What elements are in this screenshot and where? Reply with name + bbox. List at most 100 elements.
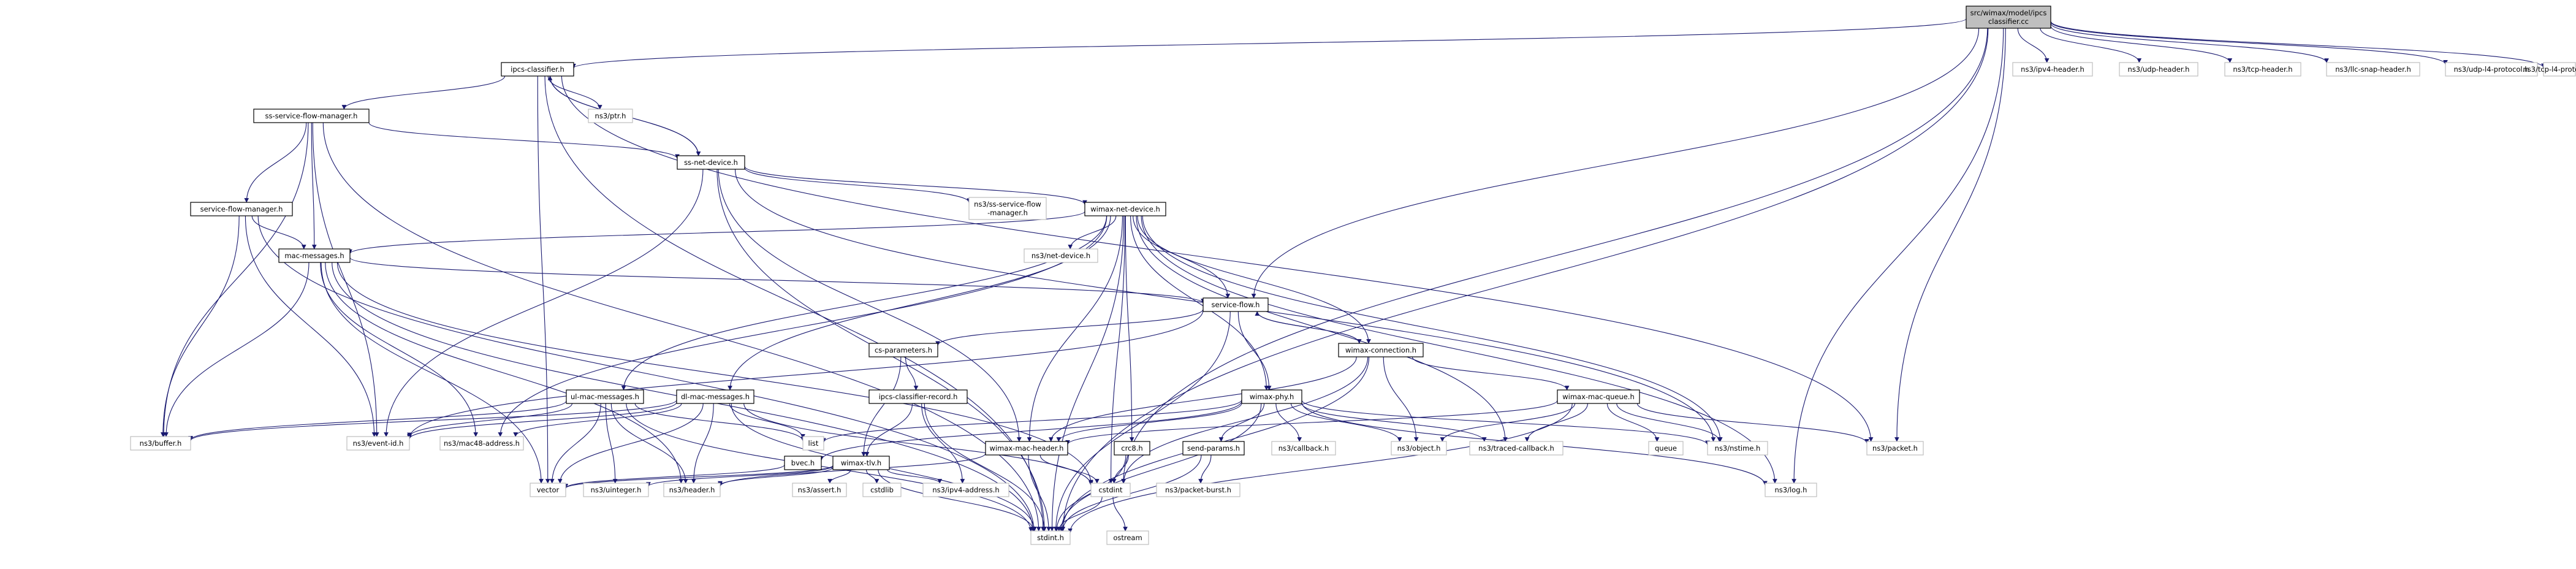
node-label: ns3/tcp-l4-protocol.h	[2523, 65, 2576, 74]
node-box	[1114, 441, 1150, 456]
node-label: ul-mac-messages.h	[571, 392, 639, 401]
edge-mac_messages-to-service_flow	[349, 257, 1206, 304]
node-ss-sfm-h[interactable]: ss-service-flow-manager.h	[253, 109, 370, 123]
node-ul-mac-messages[interactable]: ul-mac-messages.h	[566, 389, 644, 404]
dependency-nodes: src/wimax/model/ipcsclassifier.ccipcs-cl…	[130, 6, 2576, 545]
edge-mac_messages-to-vector	[321, 262, 544, 484]
node-dl-mac-messages[interactable]: dl-mac-messages.h	[676, 389, 754, 404]
node-box	[1241, 389, 1302, 404]
node-ns3-ipv4-header: ns3/ipv4-header.h	[2012, 62, 2093, 77]
node-wimax-connection[interactable]: wimax-connection.h	[1338, 343, 1424, 357]
node-wimax-phy[interactable]: wimax-phy.h	[1241, 389, 1302, 404]
edge-wimax_tlv-to-stdint	[878, 469, 1036, 532]
edge-cs_parameters-to-ipcs_classifier_record	[905, 356, 919, 391]
node-label: wimax-connection.h	[1345, 346, 1416, 354]
node-ostream: ostream	[1106, 530, 1149, 545]
node-label: send-params.h	[1187, 444, 1240, 453]
edge-ss_sfm_h-to-mac_messages	[311, 122, 317, 250]
edge-dl_mac_messages-to-list	[729, 403, 805, 439]
node-box	[792, 483, 847, 497]
node-box	[802, 436, 824, 451]
node-service-flow[interactable]: service-flow.h	[1203, 297, 1269, 312]
edge-service_flow-to-wimax_phy	[1237, 311, 1272, 391]
node-box	[676, 389, 754, 404]
node-box	[2119, 62, 2198, 77]
node-ns3-event-id: ns3/event-id.h	[346, 436, 410, 451]
edge-wimax_net_device-to-ns3_nstime	[1142, 215, 1723, 442]
edge-cstdint_h-to-stdint	[1056, 496, 1103, 532]
node-ns3-callback: ns3/callback.h	[1271, 441, 1336, 456]
node-box	[346, 436, 410, 451]
edge-wimax_tlv-to-ns3_uinteger	[646, 465, 834, 487]
edge-wimax_mac_queue-to-stdint	[1068, 403, 1573, 533]
node-label: crc8.h	[1121, 444, 1142, 453]
node-crc8[interactable]: crc8.h	[1114, 441, 1150, 456]
edge-wimax_phy-to-ns3_nstime	[1301, 400, 1710, 446]
node-label: ns3/nstime.h	[1715, 444, 1761, 453]
edge-root-to-ipcs_classifier_h	[571, 18, 1967, 69]
node-sfm-h[interactable]: service-flow-manager.h	[190, 202, 293, 216]
node-ss-net-device[interactable]: ss-net-device.h	[677, 155, 745, 170]
edge-root-to-ns3_log	[1791, 28, 2004, 484]
node-bvec[interactable]: bvec.h	[784, 456, 822, 470]
edge-wimax_net_device-to-ns3_traced_callback	[1136, 215, 1508, 442]
node-ns3-log: ns3/log.h	[1765, 483, 1817, 497]
edge-cs_parameters-to-wimax_tlv	[861, 356, 902, 457]
node-ns3-traced-callback: ns3/traced-callback.h	[1469, 441, 1563, 456]
edge-root-to-ns3_llc_snap	[2050, 23, 2329, 63]
edge-dl_mac_messages-to-ns3_header	[691, 403, 714, 484]
node-label: wimax-phy.h	[1250, 392, 1294, 401]
node-label: ns3/llc-snap-header.h	[2335, 65, 2411, 74]
edge-cstdint_h-to-ostream	[1112, 496, 1128, 532]
node-box	[985, 441, 1068, 456]
node-send-params[interactable]: send-params.h	[1182, 441, 1245, 456]
node-label: bvec.h	[791, 459, 815, 467]
node-label: ns3/udp-header.h	[2128, 65, 2190, 74]
edge-ul_mac_messages-to-list	[634, 403, 805, 441]
node-box	[1557, 389, 1640, 404]
node-wimax-mac-header[interactable]: wimax-mac-header.h	[985, 441, 1068, 456]
node-label: ns3/ptr.h	[595, 112, 626, 120]
node-box	[2326, 62, 2420, 77]
edge-root-to-ns3_udp_l4	[2050, 21, 2448, 65]
node-box	[968, 197, 1047, 220]
edge-wimax_connection-to-service_flow	[1255, 311, 1360, 344]
node-label: ns3/header.h	[669, 486, 715, 494]
node-ns3-uinteger: ns3/uinteger.h	[583, 483, 649, 497]
node-ns3-object: ns3/object.h	[1391, 441, 1447, 456]
node-cs-parameters[interactable]: cs-parameters.h	[868, 343, 938, 357]
edge-ss_net_device-to-ns3_event_id	[384, 169, 704, 437]
edge-service_flow-to-ns3_event_id	[407, 310, 1204, 439]
edge-wimax_connection-to-cstdint_h	[1121, 356, 1369, 484]
edge-wimax_connection-to-ns3_object	[1383, 356, 1419, 442]
edge-wimax_net_device-to-wimax_mac_header	[1027, 215, 1123, 442]
node-mac-messages[interactable]: mac-messages.h	[278, 248, 351, 263]
edge-wimax_net_device-to-ns3_net_device	[1068, 215, 1117, 250]
node-label: ns3/mac48-address.h	[444, 439, 520, 448]
node-box	[784, 456, 822, 470]
node-label: classifier.cc	[1988, 17, 2029, 26]
edge-ipcs_classifier_h-to-ss_sfm_h	[341, 75, 506, 110]
node-label: ns3/tcp-header.h	[2233, 65, 2292, 74]
edge-ipcs_classifier_record-to-stdint	[924, 403, 1047, 532]
edge-ipcs_classifier_h-to-ns3_packet	[561, 75, 1874, 442]
node-ns3-net-device: ns3/net-device.h	[1024, 248, 1098, 263]
node-wimax-net-device[interactable]: wimax-net-device.h	[1084, 202, 1166, 216]
edge-wimax_net_device-to-cstdint_h	[1108, 215, 1125, 484]
node-label: wimax-tlv.h	[841, 459, 881, 467]
node-label: ns3/object.h	[1397, 444, 1441, 453]
node-ipcs-classifier-h[interactable]: ipcs-classifier.h	[501, 62, 574, 77]
node-wimax-tlv[interactable]: wimax-tlv.h	[832, 456, 890, 470]
node-box	[1765, 483, 1817, 497]
edge-ss_sfm_h-to-stdint	[322, 122, 1041, 532]
node-box	[868, 389, 968, 404]
node-ipcs-classifier-record[interactable]: ipcs-classifier-record.h	[868, 389, 968, 404]
edge-sfm_h-to-stdint	[257, 215, 1036, 532]
node-wimax-mac-queue[interactable]: wimax-mac-queue.h	[1557, 389, 1640, 404]
node-list: list	[802, 436, 824, 451]
node-ns3-llc-snap: ns3/llc-snap-header.h	[2326, 62, 2420, 77]
node-box	[677, 155, 745, 170]
edge-dl_mac_messages-to-vector	[557, 403, 704, 484]
edge-wimax_mac_queue-to-ns3_packet	[1636, 403, 1869, 444]
node-label: ns3/ipv4-address.h	[932, 486, 999, 494]
